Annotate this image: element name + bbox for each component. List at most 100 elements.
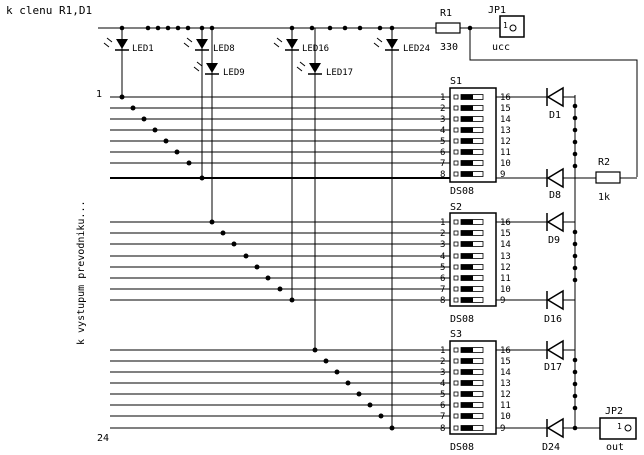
switch-marker <box>453 171 459 177</box>
switch-pin-right: 10 <box>500 285 511 295</box>
ucc-to-r2-wire <box>469 28 638 177</box>
jp1-ref: JP1 <box>488 5 506 16</box>
diode-d1: D1 <box>496 86 575 121</box>
r2-value: 1k <box>598 192 610 203</box>
switch-out-bus-dots <box>572 103 578 411</box>
switch-marker <box>453 347 459 353</box>
switch-pin-left: 3 <box>440 115 445 125</box>
led-label: LED17 <box>326 68 353 78</box>
switch-marker <box>453 380 459 386</box>
switch-pin-right: 10 <box>500 159 511 169</box>
input-row-lines <box>110 96 450 429</box>
switch-knob <box>461 402 473 408</box>
jp1-pin: 1 <box>503 21 508 30</box>
switch-pin-right: 13 <box>500 126 511 136</box>
switch-marker <box>453 264 459 270</box>
switch-pin-left: 1 <box>440 93 445 103</box>
led-column-wires <box>121 28 393 428</box>
diode-d24: D24 <box>496 417 600 453</box>
switch-pin-right: 14 <box>500 115 511 125</box>
switch-ref: S2 <box>450 202 462 213</box>
resistor-r1: R1 330 <box>435 8 461 53</box>
switch-pin-right: 11 <box>500 274 511 284</box>
switch-pin-left: 4 <box>440 379 445 389</box>
switch-knob <box>461 138 473 144</box>
r1-value: 330 <box>440 42 458 53</box>
switch-knob <box>461 219 473 225</box>
switch-pin-left: 1 <box>440 346 445 356</box>
switch-ref: S1 <box>450 76 462 87</box>
switch-pin-left: 8 <box>440 424 445 434</box>
switch-knob <box>461 253 473 259</box>
diode-d9: D9 <box>496 211 575 246</box>
diode-label: D16 <box>544 314 562 325</box>
switch-knob <box>461 264 473 270</box>
resistor-r2: R2 1k <box>595 157 621 203</box>
led-label: LED8 <box>213 44 235 54</box>
side-label: k vystupum prevodniku... <box>76 201 87 346</box>
switch-pin-right: 15 <box>500 104 511 114</box>
switch-pin-right: 11 <box>500 148 511 158</box>
switch-part: DS08 <box>450 442 474 453</box>
switch-pin-left: 6 <box>440 274 445 284</box>
switch-pin-right: 16 <box>500 93 511 103</box>
switch-knob <box>461 116 473 122</box>
r2-ref: R2 <box>598 157 610 168</box>
switch-pin-left: 3 <box>440 368 445 378</box>
led-label: LED9 <box>223 68 245 78</box>
switch-knob <box>461 297 473 303</box>
switch-pin-right: 16 <box>500 346 511 356</box>
switch-pin-right: 16 <box>500 218 511 228</box>
switch-knob <box>461 160 473 166</box>
switch-marker <box>453 149 459 155</box>
switch-pin-right: 9 <box>500 296 505 306</box>
diode-label: D1 <box>549 110 561 121</box>
switch-pin-left: 2 <box>440 104 445 114</box>
led-led16: LED16 <box>273 37 329 54</box>
jumper-jp1: JP1 1 ucc <box>488 5 525 53</box>
switch-pin-left: 1 <box>440 218 445 228</box>
led-led9: LED9 <box>193 61 245 78</box>
switch-knob <box>461 127 473 133</box>
diode-d17: D17 <box>496 339 575 373</box>
switch-pin-left: 6 <box>440 148 445 158</box>
switch-pin-right: 12 <box>500 390 511 400</box>
switch-pin-left: 8 <box>440 170 445 180</box>
switch-marker <box>453 297 459 303</box>
jp2-pin: 1 <box>617 422 622 431</box>
switch-knob <box>461 413 473 419</box>
row-label-last: 24 <box>97 433 109 444</box>
jumper-jp2: JP2 1 out <box>599 406 637 453</box>
switch-pin-right: 14 <box>500 240 511 250</box>
led-label: LED1 <box>132 44 154 54</box>
switch-pin-left: 4 <box>440 252 445 262</box>
switch-pin-left: 5 <box>440 137 445 147</box>
switch-marker <box>453 138 459 144</box>
switch-pin-left: 4 <box>440 126 445 136</box>
row-label-first: 1 <box>96 89 102 100</box>
switch-pin-right: 9 <box>500 424 505 434</box>
switch-pin-left: 6 <box>440 401 445 411</box>
switch-marker <box>453 160 459 166</box>
switch-knob <box>461 230 473 236</box>
switch-pin-right: 14 <box>500 368 511 378</box>
switch-marker <box>453 94 459 100</box>
switch-pin-right: 13 <box>500 252 511 262</box>
jp2-ref: JP2 <box>605 406 623 417</box>
r1-ref: R1 <box>440 8 452 19</box>
switch-marker <box>453 425 459 431</box>
led-led1: LED1 <box>103 37 154 54</box>
switch-part: DS08 <box>450 314 474 325</box>
switch-ref: S3 <box>450 329 462 340</box>
switch-pin-right: 10 <box>500 412 511 422</box>
switch-knob <box>461 149 473 155</box>
switch-marker <box>453 413 459 419</box>
led-label: LED16 <box>302 44 329 54</box>
switch-pin-right: 13 <box>500 379 511 389</box>
switch-block-s1: S1 DS08 <box>449 76 497 197</box>
row-junction-dots <box>119 94 395 431</box>
switch-pin-right: 15 <box>500 229 511 239</box>
switch-knob <box>461 94 473 100</box>
led-label: LED24 <box>403 44 430 54</box>
